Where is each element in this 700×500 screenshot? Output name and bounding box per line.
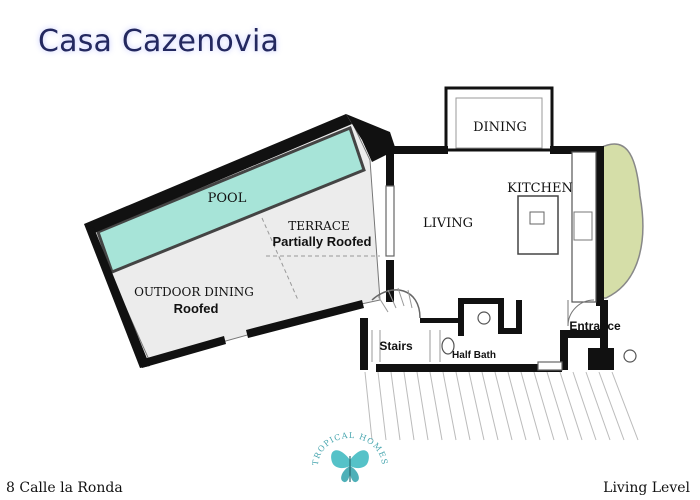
exterior-steps bbox=[364, 371, 639, 441]
label-outdoor-dining-note: Roofed bbox=[174, 301, 219, 316]
label-living: LIVING bbox=[423, 216, 473, 231]
label-entrance: Entrance bbox=[569, 319, 621, 333]
address-label: 8 Calle la Ronda bbox=[6, 480, 123, 496]
house-walls bbox=[360, 146, 614, 372]
tropical-homes-logo: TROPICAL HOMES bbox=[308, 430, 392, 490]
label-outdoor-dining: OUTDOOR DINING bbox=[134, 285, 254, 299]
label-stairs: Stairs bbox=[379, 339, 413, 353]
level-label: Living Level bbox=[603, 480, 690, 496]
butterfly-icon bbox=[331, 450, 369, 483]
label-kitchen: KITCHEN bbox=[507, 181, 573, 196]
label-pool: POOL bbox=[208, 191, 247, 206]
pool bbox=[96, 125, 366, 274]
page-title: Casa Cazenovia bbox=[38, 24, 280, 59]
label-dining: DINING bbox=[473, 120, 527, 135]
kitchen-island bbox=[517, 195, 559, 255]
interior-stairs bbox=[371, 289, 421, 319]
label-terrace: TERRACE bbox=[288, 219, 349, 233]
garden-bed bbox=[599, 143, 644, 299]
label-terrace-note: Partially Roofed bbox=[273, 234, 372, 249]
terrace-walls bbox=[84, 114, 396, 368]
label-half-bath: Half Bath bbox=[452, 350, 496, 361]
